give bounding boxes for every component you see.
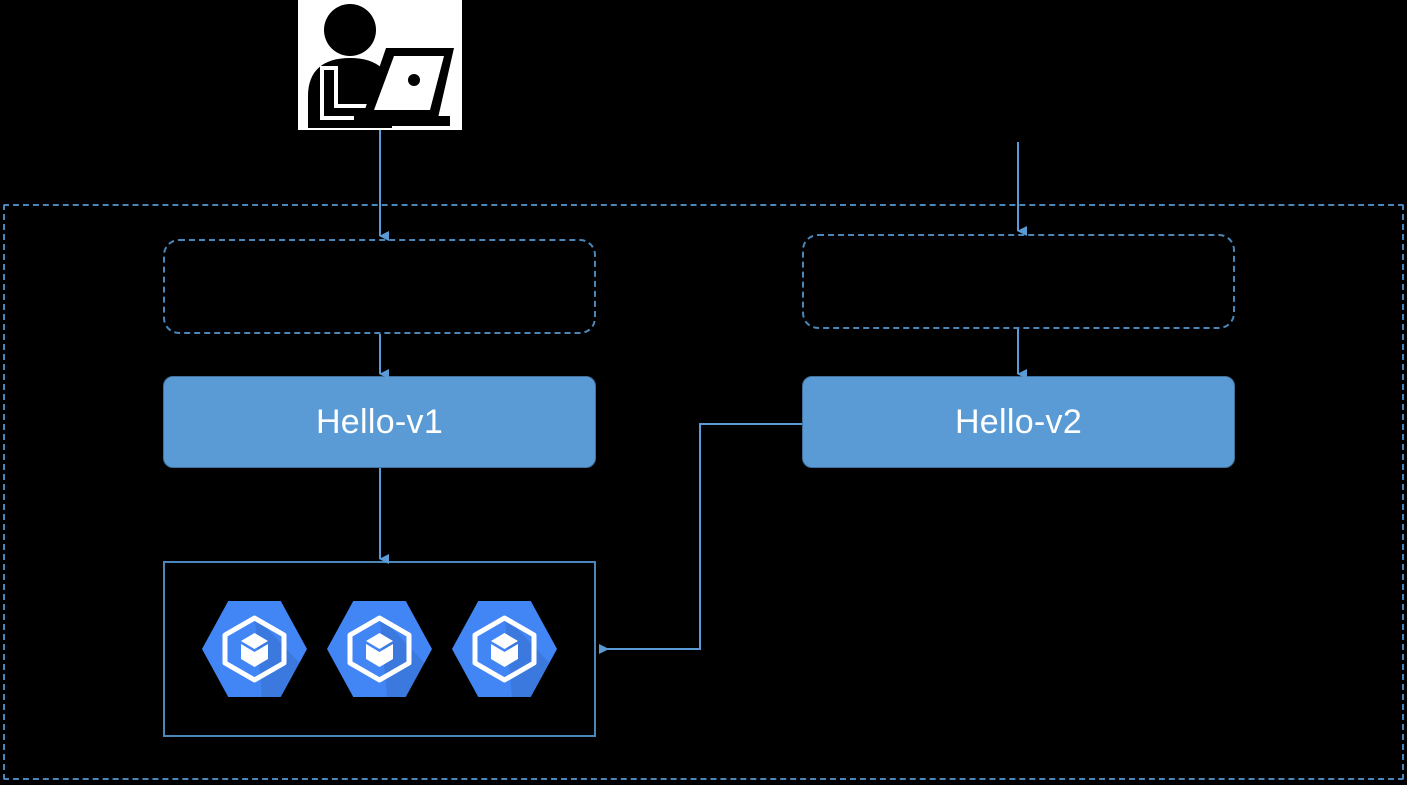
deployment-hello-v1-label: Hello-v1 xyxy=(315,402,444,441)
deployment-hello-v1[interactable]: Hello-v1 xyxy=(163,376,596,468)
kubernetes-engine-icon xyxy=(452,601,557,697)
kubernetes-engine-icon xyxy=(327,601,432,697)
cluster-boundary xyxy=(3,204,1404,780)
service-box-left xyxy=(163,239,596,334)
service-box-right xyxy=(802,234,1235,329)
deployment-hello-v2[interactable]: Hello-v2 xyxy=(802,376,1235,468)
kubernetes-engine-icon xyxy=(202,601,307,697)
pods-group xyxy=(163,561,596,737)
deployment-hello-v2-label: Hello-v2 xyxy=(954,402,1083,441)
user-at-laptop-icon xyxy=(298,0,462,130)
